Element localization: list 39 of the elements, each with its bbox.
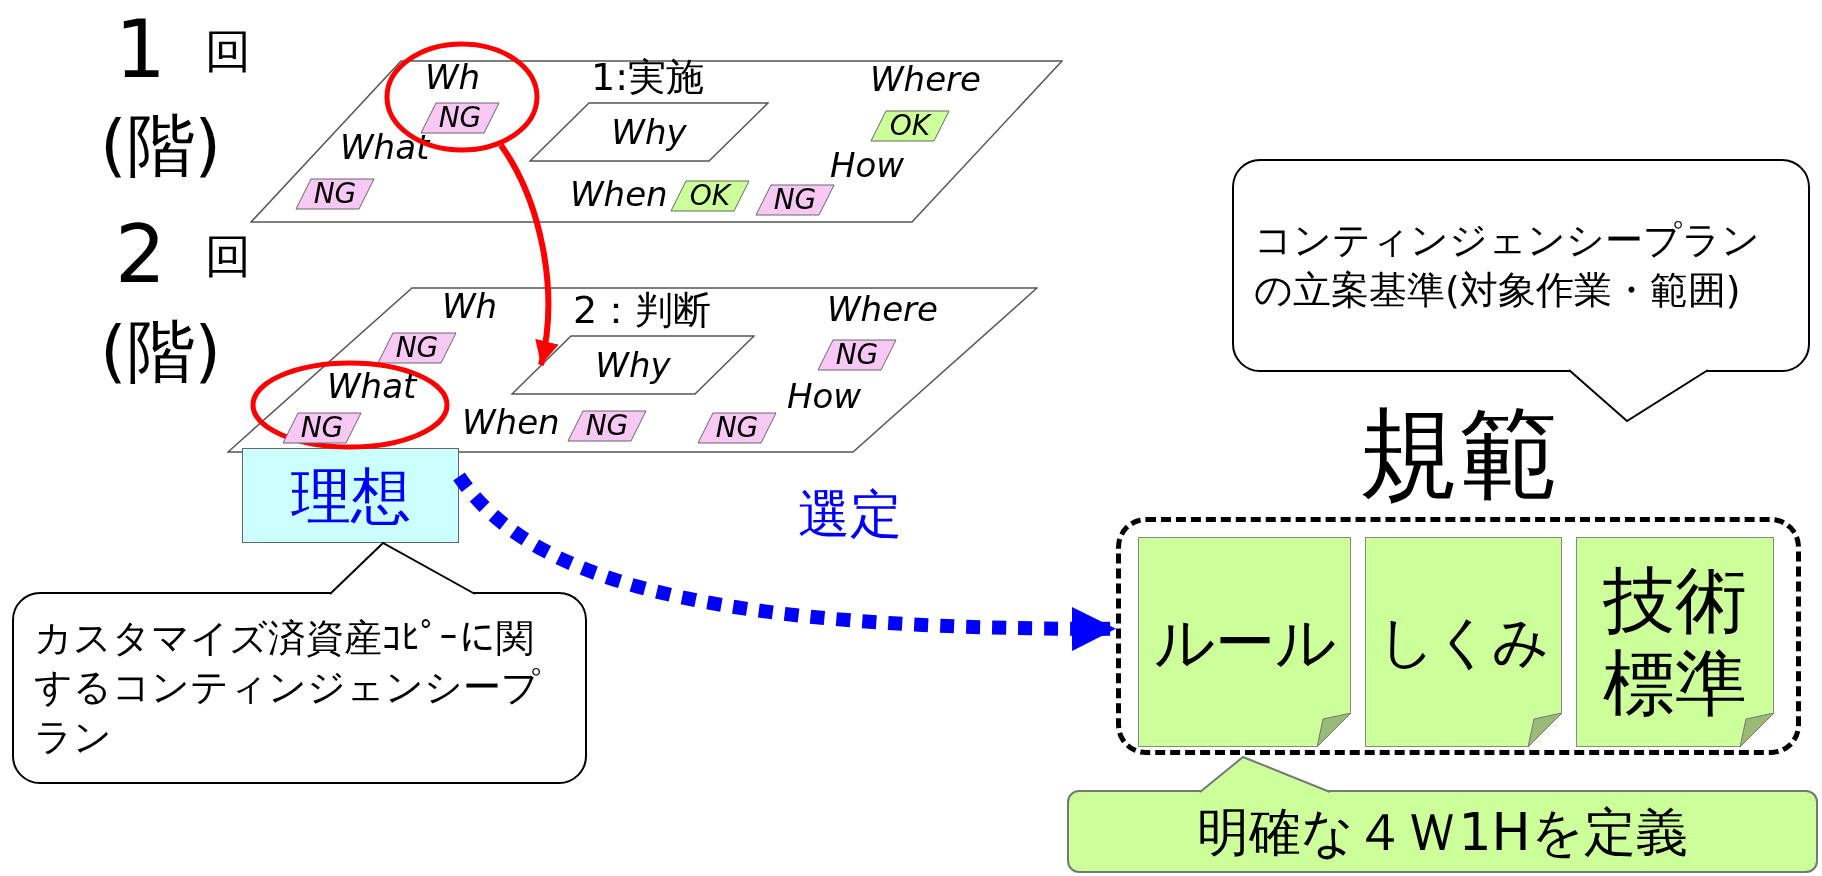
status-badge: NG <box>817 339 897 371</box>
note-card: しくみ <box>1365 537 1562 747</box>
status-badge: NG <box>420 102 500 134</box>
note-card: ルール <box>1138 537 1351 747</box>
plane-label: What <box>327 369 417 403</box>
plane-label: How <box>830 148 905 182</box>
status-badge: NG <box>697 412 777 444</box>
floor-label: 2 <box>115 215 166 295</box>
status-badge: NG <box>567 410 647 442</box>
group-heading: 規範 <box>1357 404 1560 504</box>
status-badge: NG <box>377 332 457 364</box>
floor-plane <box>250 60 1063 223</box>
status-badge: NG <box>755 184 835 216</box>
plane-label: When <box>462 405 560 439</box>
plane-label: Wh <box>442 289 498 323</box>
plane-label: Why <box>595 348 671 382</box>
arrow <box>498 143 558 366</box>
plane-label: Wh <box>425 60 481 94</box>
floor-label: (階) <box>100 112 222 180</box>
plane-label: Where <box>870 62 981 96</box>
arrow <box>453 472 1117 651</box>
floor-label: 回 <box>205 233 251 279</box>
plane-heading: 1:実施 <box>591 58 704 96</box>
status-badge: NG <box>282 412 362 444</box>
status-badge: OK <box>670 180 750 212</box>
plane-label: How <box>787 379 862 413</box>
plane-label: Why <box>611 115 687 149</box>
ideal-box: 理想 <box>242 448 459 543</box>
plane-heading: 2：判断 <box>573 291 712 329</box>
status-badge: OK <box>870 110 950 142</box>
floor-label: (階) <box>100 318 222 386</box>
highlight-ellipse <box>250 360 450 450</box>
status-badge: NG <box>295 178 375 210</box>
floor-label: 回 <box>205 28 251 74</box>
floor-plane <box>227 287 1038 453</box>
note-card: 技術標準 <box>1576 537 1774 747</box>
plane-label: Where <box>827 292 938 326</box>
plane-label: When <box>570 177 668 211</box>
floor-label: 1 <box>115 10 166 90</box>
